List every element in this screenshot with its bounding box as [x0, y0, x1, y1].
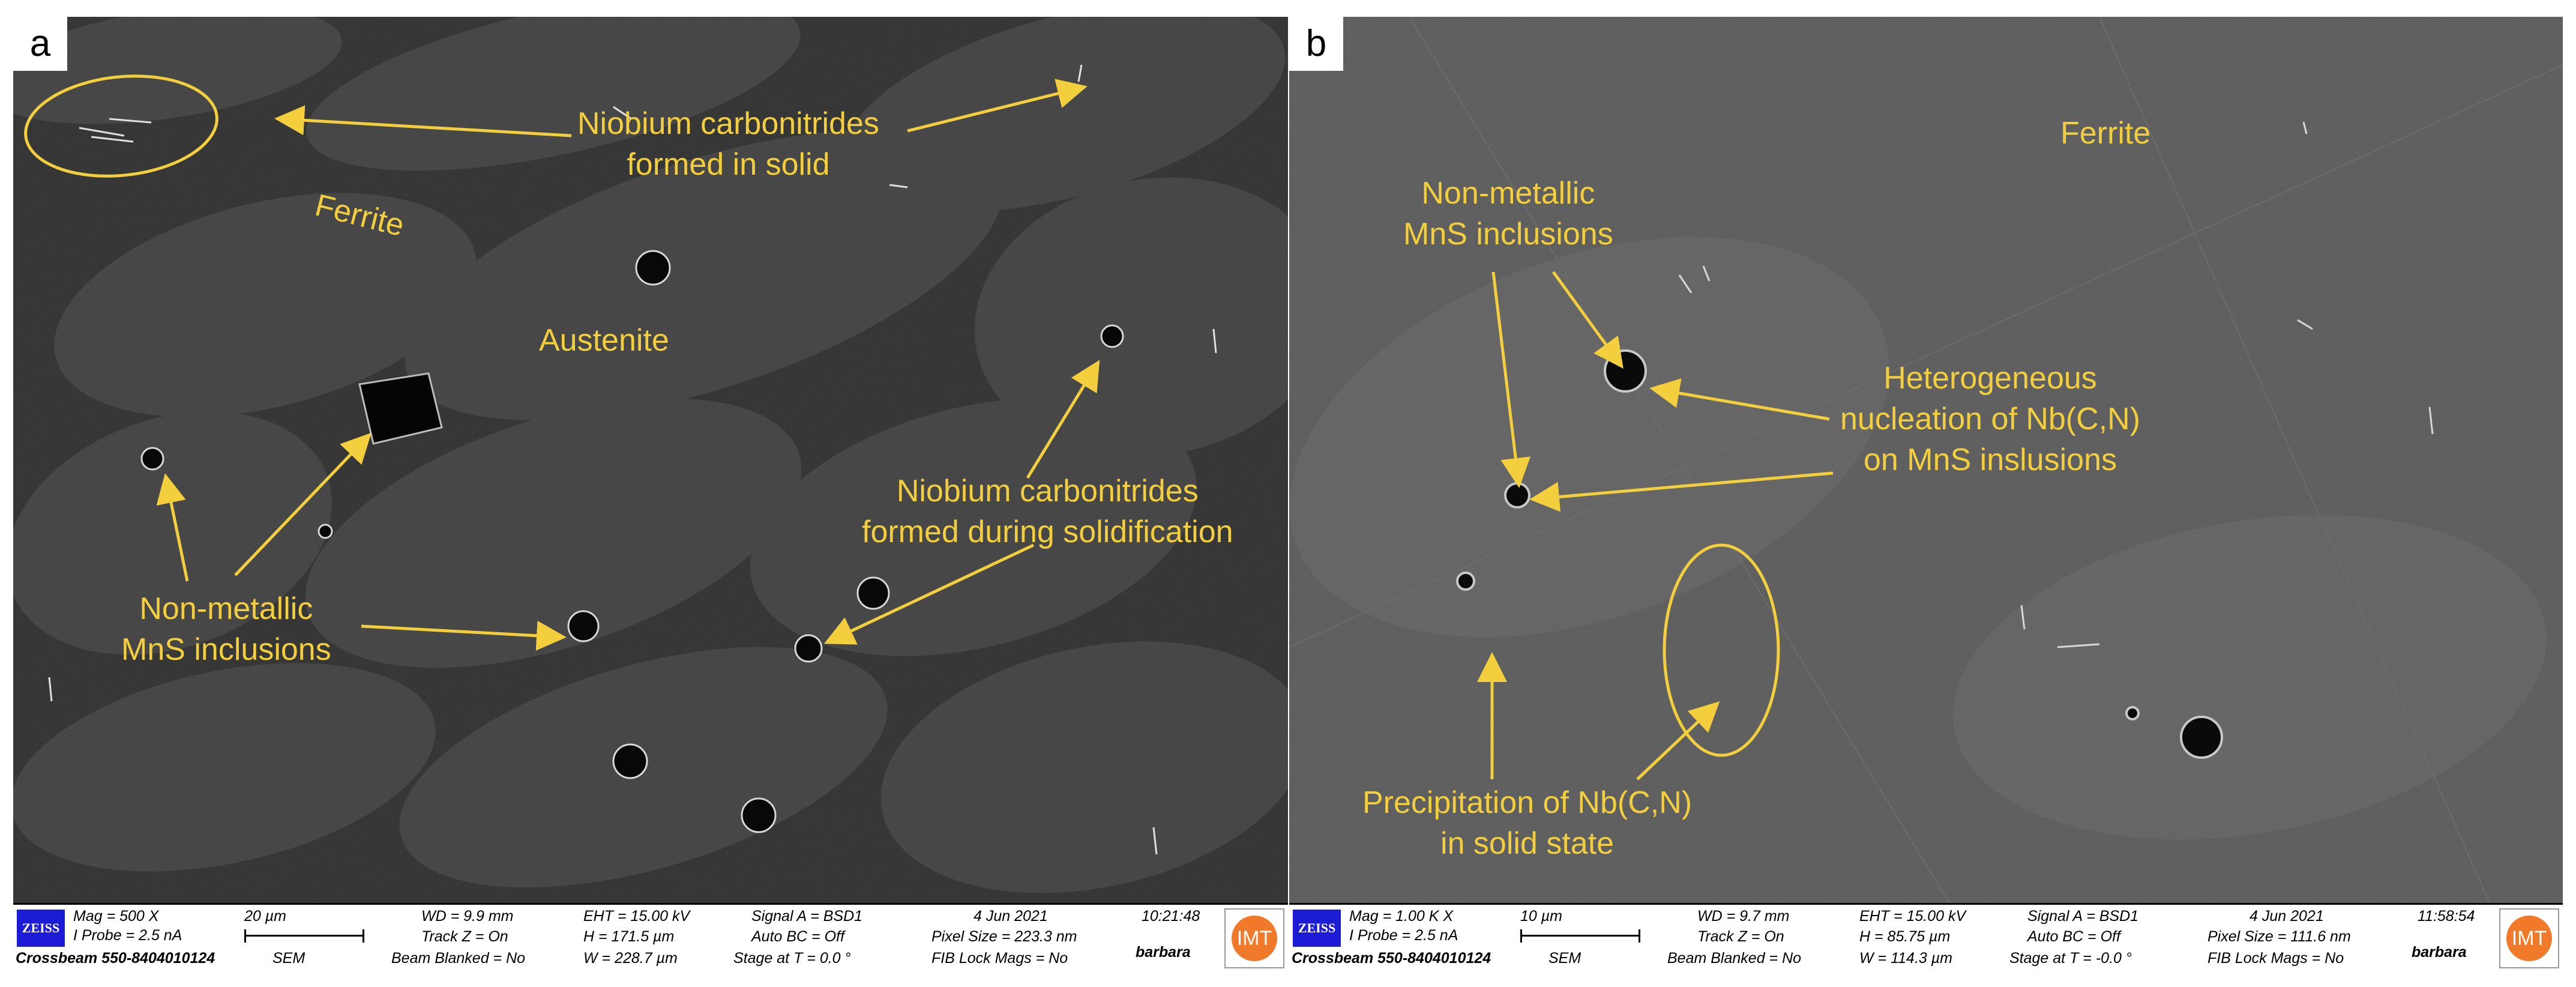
db-track: Track Z = On — [1697, 928, 1784, 945]
db-fib: FIB Lock Mags = No — [2207, 950, 2344, 967]
db-beam: Beam Blanked = No — [1667, 950, 1802, 967]
label-mns-inclusions-b: Non-metallic MnS inclusions — [1403, 176, 1613, 252]
db-wd: WD = 9.7 mm — [1697, 908, 1790, 925]
db-track: Track Z = On — [421, 928, 508, 945]
db-beam: Beam Blanked = No — [391, 950, 526, 967]
db-pixel: Pixel Size = 223.3 nm — [931, 928, 1077, 945]
db-signal: Signal A = BSD1 — [2027, 908, 2139, 925]
label-precipitation-solid-state: Precipitation of Nb(C,N) in solid state — [1362, 785, 1693, 861]
label-ferrite-b: Ferrite — [2060, 116, 2151, 151]
db-signal: Signal A = BSD1 — [751, 908, 863, 925]
db-stage: Stage at T = 0.0 ° — [733, 950, 851, 967]
db-autobc: Auto BC = Off — [2027, 928, 2120, 945]
db-wd: WD = 9.9 mm — [421, 908, 514, 925]
db-fib: FIB Lock Mags = No — [931, 950, 1068, 967]
db-time: 11:58:54 — [2418, 908, 2475, 925]
db-device: Crossbeam 550-8404010124 — [16, 950, 215, 967]
db-device: Crossbeam 550-8404010124 — [1292, 950, 1491, 967]
label-nb-formed-in-solid: Niobium carbonitrides formed in solid — [577, 106, 879, 182]
db-mode: SEM — [1548, 950, 1581, 967]
db-h: H = 85.75 µm — [1859, 928, 1951, 945]
panel-letter-a: a — [13, 17, 67, 71]
db-mag: Mag = 500 X — [73, 908, 159, 925]
sem-databar-a: ZEISS Mag = 500 X I Probe = 2.5 nA Cross… — [13, 903, 1288, 970]
sem-databar-b: ZEISS Mag = 1.00 K X I Probe = 2.5 nA Cr… — [1289, 903, 2563, 970]
db-mode: SEM — [272, 950, 305, 967]
label-austenite: Austenite — [539, 323, 669, 358]
db-iprobe: I Probe = 2.5 nA — [1349, 927, 1458, 944]
imt-logo: IMT — [1224, 908, 1284, 968]
imt-logo: IMT — [2499, 908, 2559, 968]
label-heterogeneous-nucleation: Heterogeneous nucleation of Nb(C,N) on M… — [1840, 361, 2140, 477]
db-time: 10:21:48 — [1142, 908, 1200, 925]
db-mag: Mag = 1.00 K X — [1349, 908, 1454, 925]
zeiss-logo: ZEISS — [1293, 910, 1341, 947]
db-autobc: Auto BC = Off — [751, 928, 844, 945]
sem-panel-a: a Niobium carbonitrides formed in solid … — [13, 17, 1288, 970]
db-user: barbara — [2412, 944, 2467, 961]
db-eht: EHT = 15.00 kV — [1859, 908, 1966, 925]
sem-panel-b: b Ferrite Non-metallic MnS inclusions He… — [1289, 17, 2563, 970]
label-mns-inclusions-a: Non-metallic MnS inclusions — [121, 591, 331, 667]
zeiss-logo: ZEISS — [17, 910, 65, 947]
scale-bar-b — [1520, 929, 1640, 943]
db-stage: Stage at T = -0.0 ° — [2009, 950, 2132, 967]
db-eht: EHT = 15.00 kV — [583, 908, 690, 925]
db-date: 4 Jun 2021 — [974, 908, 1048, 925]
db-pixel: Pixel Size = 111.6 nm — [2207, 928, 2351, 945]
db-iprobe: I Probe = 2.5 nA — [73, 927, 182, 944]
db-w: W = 114.3 µm — [1859, 950, 1952, 967]
db-user: barbara — [1136, 944, 1191, 961]
panel-letter-b: b — [1289, 17, 1343, 71]
db-date: 4 Jun 2021 — [2249, 908, 2324, 925]
scale-bar-a — [244, 929, 364, 943]
db-h: H = 171.5 µm — [583, 928, 675, 945]
label-nb-formed-during-solidification: Niobium carbonitrides formed during soli… — [862, 474, 1233, 549]
db-scale-label: 10 µm — [1520, 908, 1562, 925]
db-scale-label: 20 µm — [244, 908, 286, 925]
db-w: W = 228.7 µm — [583, 950, 678, 967]
